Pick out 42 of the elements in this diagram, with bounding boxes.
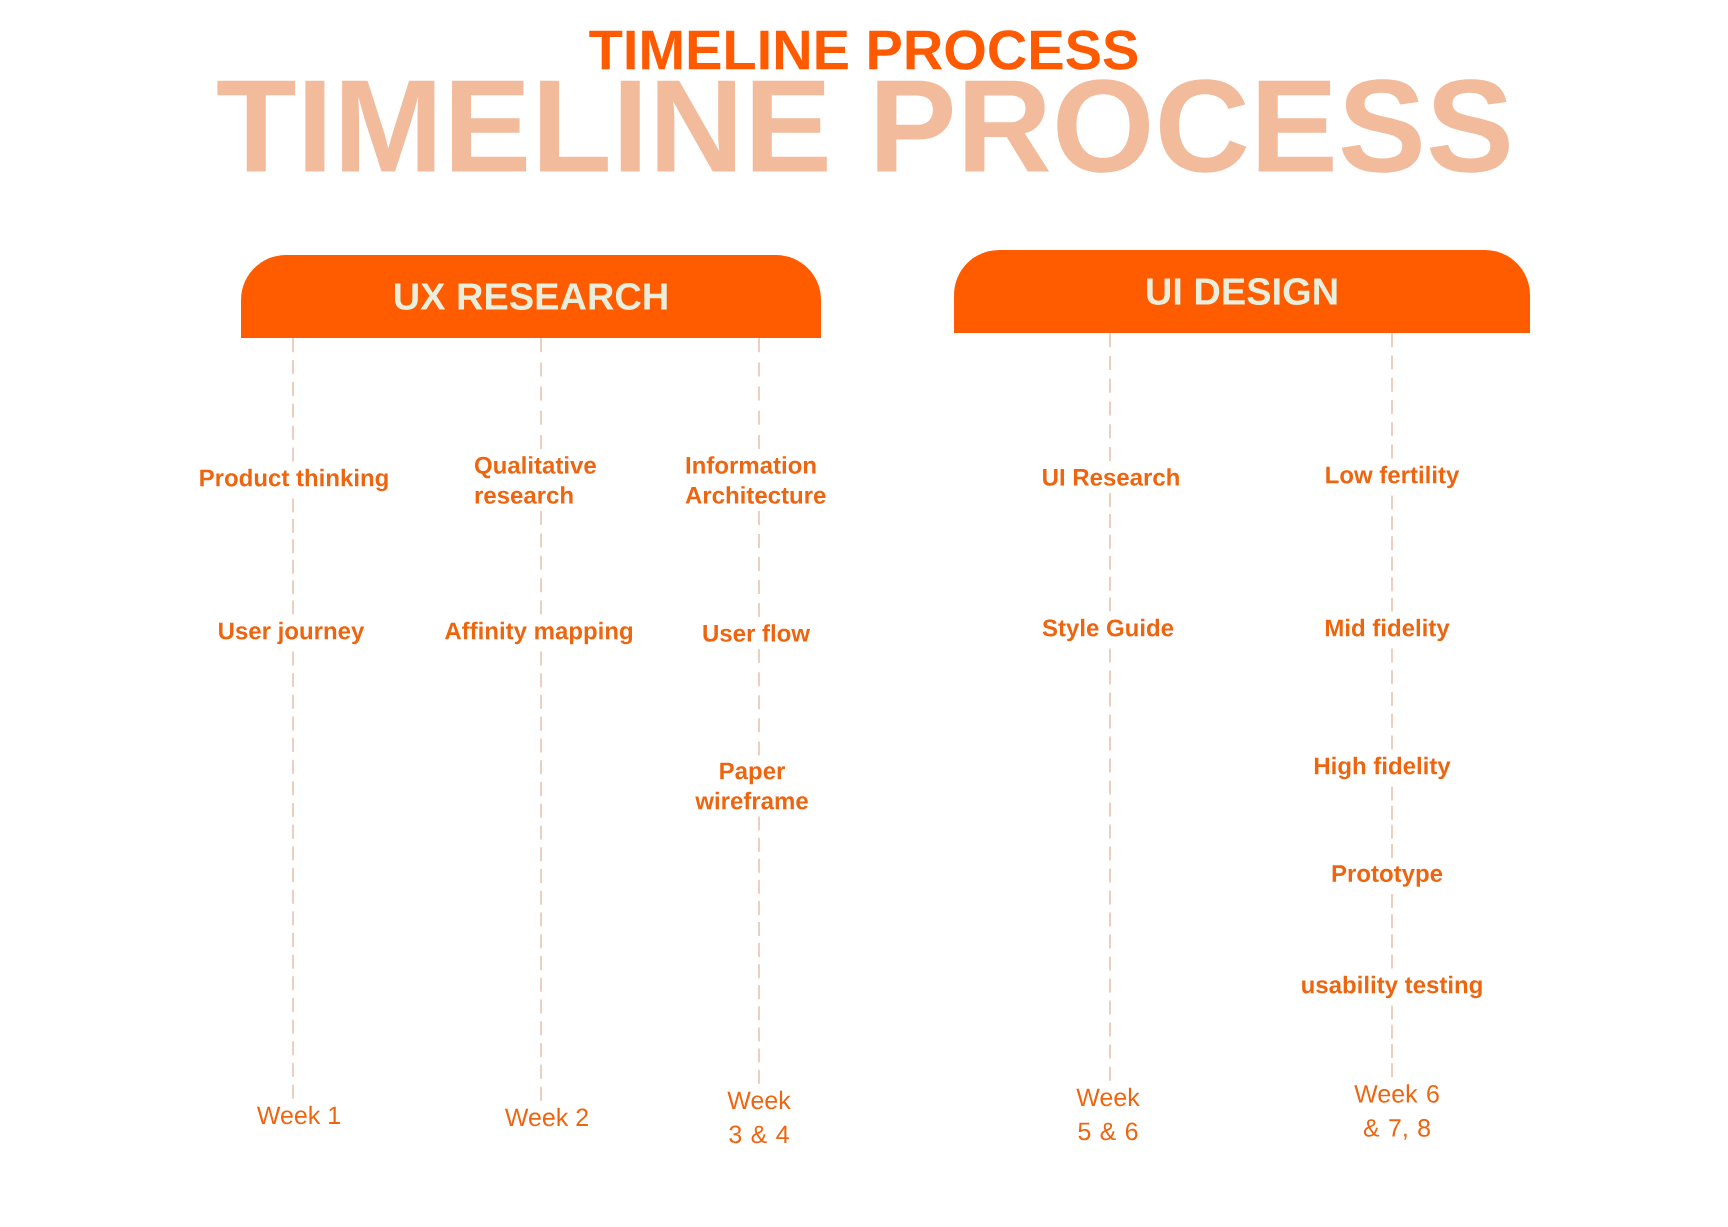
- dashed-line: [540, 510, 542, 616]
- week-label: Week 2: [504, 1107, 588, 1127]
- step-label: User journey: [219, 621, 365, 645]
- dashed-line: [540, 650, 542, 1102]
- step-label: Information Architecture: [685, 456, 826, 504]
- week-label: Week 3 & 4: [727, 1090, 791, 1144]
- dashed-line: [1391, 494, 1393, 613]
- dashed-line: [758, 337, 760, 450]
- week-label: Week 6 & 7, 8: [1354, 1084, 1439, 1140]
- step-label: High fidelity: [1314, 756, 1451, 780]
- dashed-line: [1391, 332, 1393, 460]
- step-label: Qualitative research: [475, 456, 596, 504]
- dashed-line: [292, 650, 294, 1100]
- background-lettering: TIMELINE PROCESS: [217, 79, 1509, 173]
- dashed-line: [1109, 332, 1111, 462]
- dashed-line: [1109, 647, 1111, 1082]
- week-label: Week 1: [256, 1105, 340, 1125]
- dashed-line: [1109, 492, 1111, 613]
- dashed-line: [758, 510, 760, 618]
- step-label: User flow: [703, 624, 811, 642]
- step-label: Affinity mapping: [444, 621, 633, 645]
- step-label: Low fertility: [1326, 465, 1460, 489]
- step-label: Mid fidelity: [1325, 618, 1450, 642]
- dashed-line: [1391, 785, 1393, 860]
- dashed-line: [1391, 647, 1393, 751]
- dashed-line: [1391, 892, 1393, 970]
- dashed-line: [292, 337, 294, 463]
- dashed-line: [292, 497, 294, 616]
- header-band: UX RESEARCH: [241, 255, 821, 338]
- step-label: Product thinking: [200, 468, 388, 492]
- dashed-line: [758, 815, 760, 1085]
- step-label: Prototype: [1332, 865, 1443, 887]
- step-label: Style Guide: [1042, 618, 1174, 642]
- week-label: Week 5 & 6: [1076, 1087, 1140, 1141]
- dashed-line: [758, 648, 760, 757]
- step-label: UI Research: [1043, 468, 1179, 486]
- dashed-line: [1391, 1004, 1393, 1079]
- dashed-line: [540, 337, 542, 450]
- header-band: UI DESIGN: [954, 250, 1530, 333]
- step-label: Paper wireframe: [695, 762, 808, 810]
- title: TIMELINE PROCESS: [589, 30, 1138, 70]
- step-label: usability testing: [1302, 975, 1482, 999]
